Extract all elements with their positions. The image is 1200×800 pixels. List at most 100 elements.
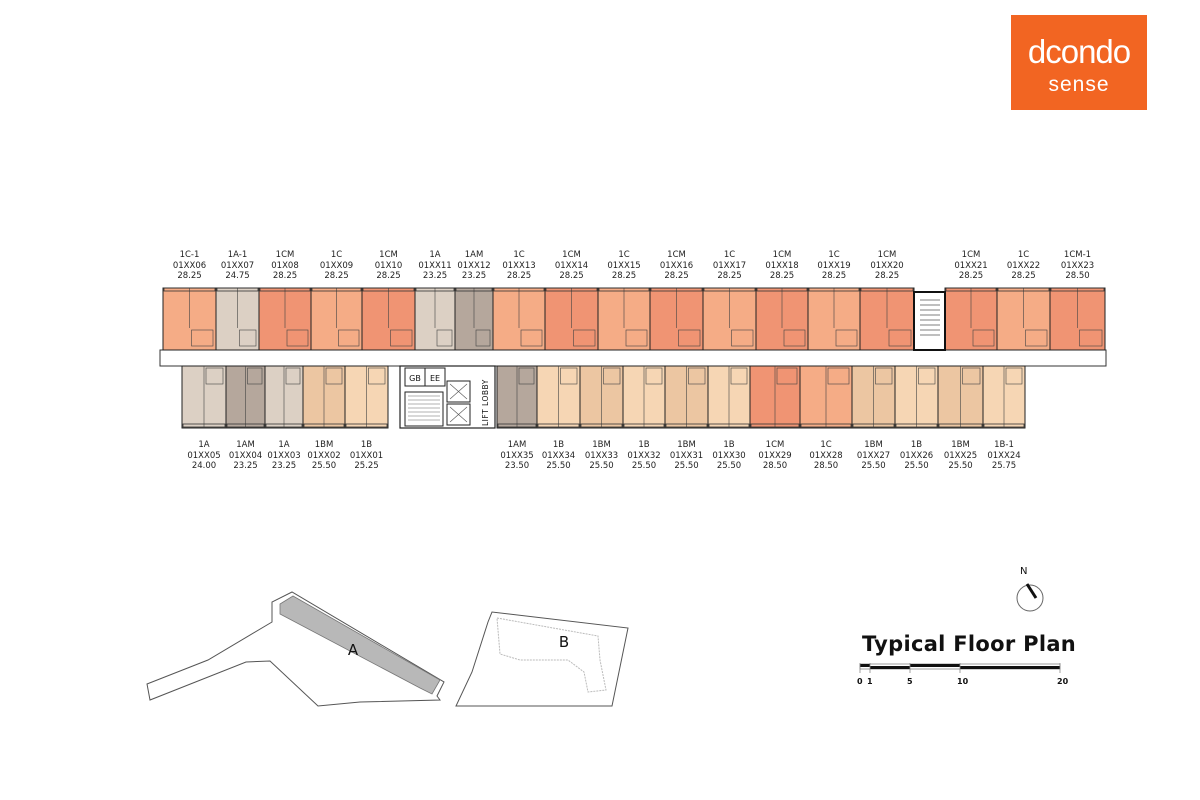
bathroom [1025, 329, 1048, 347]
unit-01X10[interactable] [361, 287, 416, 351]
unit-01XX30[interactable] [707, 365, 751, 429]
unit-id: 01XX21 [954, 260, 988, 271]
unit-01XX32[interactable] [622, 365, 666, 429]
unit-01XX19[interactable] [807, 287, 861, 351]
unit-id: 01XX06 [172, 260, 207, 271]
unit-area: 23.50 [504, 461, 530, 471]
unit-type: 1C-1 [179, 250, 200, 260]
site-a-boundary [146, 591, 445, 707]
unit-type: 1CM [961, 250, 981, 260]
unit-01XX26[interactable] [894, 365, 939, 429]
unit-area: 23.25 [461, 271, 487, 281]
unit-type: 1CM [275, 250, 295, 260]
unit-01X08[interactable] [258, 287, 312, 351]
unit-type: 1A [429, 250, 441, 260]
unit-id: 01XX18 [765, 260, 799, 271]
unit-01XX20[interactable] [859, 287, 915, 351]
unit-type: 1CM [877, 250, 897, 260]
unit-type: 1AM [507, 440, 527, 450]
bathroom [688, 367, 706, 385]
unit-01XX04[interactable] [225, 365, 266, 429]
unit-01XX18[interactable] [755, 287, 809, 351]
unit-id: 01XX33 [584, 450, 619, 461]
unit-area: 23.25 [271, 461, 297, 471]
corridor [159, 349, 1107, 367]
window [163, 287, 216, 292]
unit-01XX27[interactable] [851, 365, 896, 429]
bathroom [776, 367, 798, 385]
unit-area: 28.50 [813, 461, 839, 471]
unit-01XX24[interactable] [982, 365, 1026, 429]
unit-01XX02[interactable] [302, 365, 346, 429]
unit-01XX03[interactable] [264, 365, 304, 429]
unit-01XX05[interactable] [181, 365, 227, 429]
unit-area: 25.50 [589, 461, 614, 471]
window [708, 423, 750, 428]
bathroom [560, 367, 578, 385]
unit-id: 01XX17 [712, 260, 747, 271]
window [650, 287, 703, 292]
unit-01XX01[interactable] [344, 365, 389, 429]
window [598, 287, 650, 292]
scale-tick-label: 20 [1057, 677, 1069, 686]
window [945, 287, 997, 292]
unit-01XX09[interactable] [310, 287, 363, 351]
unit-01XX31[interactable] [664, 365, 709, 429]
unit-type: 1C [330, 250, 343, 260]
unit-id: 01XX16 [659, 260, 694, 271]
bathroom [875, 367, 893, 385]
unit-id: 01XX12 [457, 260, 491, 271]
unit-id: 01XX34 [541, 450, 576, 461]
scale-segment [960, 666, 1060, 669]
ee-label: EE [430, 374, 440, 383]
window [750, 423, 800, 428]
window [860, 287, 914, 292]
unit-01XX28[interactable] [799, 365, 853, 429]
unit-01XX22[interactable] [996, 287, 1051, 351]
unit-01XX16[interactable] [649, 287, 704, 351]
unit-01XX21[interactable] [944, 287, 998, 351]
unit-id: 01XX04 [228, 450, 263, 461]
scale-tick-label: 10 [957, 677, 969, 686]
unit-01XX17[interactable] [702, 287, 757, 351]
unit-01XX35[interactable] [496, 365, 538, 429]
unit-area: 25.50 [546, 461, 571, 471]
unit-id: 01XX07 [220, 260, 255, 271]
unit-area: 25.50 [674, 461, 699, 471]
bathroom [888, 329, 912, 347]
unit-type: 1A [278, 440, 290, 450]
scale-segment [870, 666, 910, 669]
unit-type: 1C [828, 250, 840, 260]
gb-label: GB [409, 374, 421, 383]
unit-01XX13[interactable] [492, 287, 546, 351]
unit-01XX12[interactable] [454, 287, 494, 351]
unit-type: 1CM [765, 440, 785, 450]
unit-type: 1C [820, 440, 832, 450]
unit-01XX11[interactable] [414, 287, 456, 351]
unit-01XX25[interactable] [937, 365, 984, 429]
unit-id: 01XX09 [319, 260, 354, 271]
unit-01XX33[interactable] [579, 365, 624, 429]
unit-01XX15[interactable] [597, 287, 651, 351]
unit-01XX06[interactable] [162, 287, 217, 351]
unit-01XX23[interactable] [1049, 287, 1106, 351]
unit-01XX29[interactable] [749, 365, 801, 429]
unit-01XX14[interactable] [544, 287, 599, 351]
unit-id: 01XX29 [758, 450, 792, 461]
unit-01XX07[interactable] [215, 287, 260, 351]
unit-type: 1B-1 [994, 440, 1014, 450]
unit-01XX34[interactable] [536, 365, 581, 429]
stair [404, 391, 444, 427]
unit-type: 1BM [864, 440, 883, 450]
bathroom [972, 329, 995, 347]
unit-id: 01XX24 [987, 450, 1021, 461]
unit-type: 1BM [951, 440, 970, 450]
unit-type: 1BM [592, 440, 611, 450]
